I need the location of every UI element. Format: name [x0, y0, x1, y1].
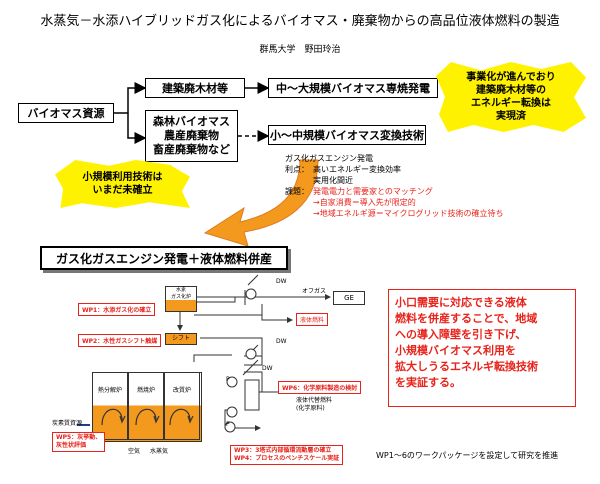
branch-top-result-box: 中～大規模バイオマス専焼発電 — [268, 78, 438, 98]
author: 群馬大学 野田玲治 — [259, 45, 341, 55]
liquid-fuel-box: 液体燃料 — [296, 313, 329, 326]
hydro-gasifier-line-2: ガス化炉 — [170, 294, 191, 300]
offgas-label: オフガス — [302, 288, 327, 295]
pyrolysis-label: 熱分解炉 — [97, 387, 122, 394]
callout-small-line-2: いまだ未確立 — [92, 185, 153, 196]
reforming-furnace: 改質炉 — [164, 372, 200, 440]
note-line-6: を実証する。 — [395, 376, 461, 389]
issue-1: 発電電力と需要家とのマッチング — [313, 187, 433, 196]
callout-commercial-line-2: 建築廃木材等の — [476, 85, 546, 96]
callout-commercial-line-4: 実現済 — [496, 111, 526, 122]
branch-bottom-line-2: 農産廃棄物 — [164, 129, 219, 142]
page-title: 水蒸気－水添ハイブリッドガス化によるバイオマス・廃棄物からの高品位液体燃料の製造 — [40, 14, 560, 29]
dw-label-2: DW — [276, 338, 287, 345]
note-line-3: への導入障壁を引き下げ、 — [395, 328, 527, 341]
dw-label-3: DW — [262, 365, 273, 372]
combustion-label: 燃焼炉 — [136, 387, 155, 394]
branch-bottom-line-1: 森林バイオマス — [153, 115, 230, 128]
pump-label-1: P — [226, 376, 230, 383]
callout-commercial-line-3: エネルギー転換は — [471, 98, 551, 109]
liquid-product-label: 液体代替燃料 (化学原料) — [296, 397, 332, 413]
callout-small-line-1: 小規模利用技術は — [82, 172, 163, 183]
wp5-line-2: 灰性状評価 — [56, 442, 87, 449]
combustion-furnace: 燃焼炉 — [128, 372, 164, 440]
conclusion-box: ガス化ガスエンジン発電＋液体燃料併産 — [40, 246, 288, 270]
air-label: 空気 — [128, 448, 141, 455]
hydro-gasifier: 水素 ガス化炉 — [165, 286, 197, 312]
steam-label: 水蒸気 — [150, 448, 169, 455]
branch-top-box: 建築廃木材等 — [145, 78, 245, 98]
note-line-2: 燃料を併産することで、地域 — [395, 312, 538, 325]
wp5-label: WP5：灰挙動、 灰性状評価 — [52, 432, 106, 452]
note-line-1: 小口需要に対応できる液体 — [395, 296, 527, 309]
reforming-label: 改質炉 — [172, 387, 191, 394]
gas-engine-box: GE — [333, 291, 365, 305]
issue-3: →地域エネルギ源＝マイクログリッド技術の確立待ち — [313, 209, 504, 218]
feed-label: 炭素質資源 — [52, 420, 83, 427]
wp6-label: WP6：化学原料製造の検討 — [278, 381, 362, 394]
summary-note: 小口需要に対応できる液体 燃料を併産することで、地域 への導入障壁を引き下げ、 … — [388, 289, 576, 407]
shift-reactor: シフト — [165, 333, 197, 345]
pump-label-2: P — [226, 421, 230, 428]
wp3-line: WP3：3塔式内部循環流動層の確立 — [234, 447, 332, 454]
merits-row: 利点： 高いエネルギー変換効率 実用化間近 — [285, 164, 504, 186]
note-line-4: 小規模バイオマス利用を — [395, 344, 516, 357]
merit-label: 利点： — [285, 165, 309, 174]
issue-label: 課題： — [285, 187, 309, 196]
analysis-block: ガス化ガスエンジン発電 利点： 高いエネルギー変換効率 実用化間近 課題： 発電… — [285, 153, 504, 219]
arrow-to-bottom-branch — [127, 113, 147, 144]
liquid-product-line-2: (化学原料) — [296, 405, 325, 412]
merit-1: 高いエネルギー変換効率 — [313, 165, 401, 174]
analysis-heading: ガス化ガスエンジン発電 — [285, 154, 373, 163]
branch-bottom-box: 森林バイオマス 農産廃棄物 畜産廃棄物など — [145, 110, 238, 162]
source-box: バイオマス資源 — [18, 103, 114, 123]
hydro-gasifier-line-1: 水素 — [175, 287, 186, 293]
callout-commercial: 事業化が進んでおり 建築廃木材等の エネルギー転換は 実現済 — [436, 62, 586, 132]
circulation-arrows — [101, 408, 194, 426]
wp2-label: WP2：水性ガスシフト触媒 — [78, 334, 162, 347]
issues-row: 課題： 発電電力と需要家とのマッチング →自家消費＝導入先が限定的 →地域エネル… — [285, 186, 504, 219]
issue-2: →自家消費＝導入先が限定的 — [313, 198, 416, 207]
branch-bottom-result-box: 小～中規模バイオマス変換技術 — [268, 125, 426, 145]
liquid-product-line-1: 液体代替燃料 — [296, 397, 333, 404]
wp3-wp4-label: WP3：3塔式内部循環流動層の確立 WP4：プロセスのベンチスケール実証 — [230, 445, 344, 465]
dw-label-1: DW — [276, 278, 287, 285]
wp4-line: WP4：プロセスのベンチスケール実証 — [234, 455, 340, 462]
pyrolysis-furnace: 熱分解炉 — [92, 372, 128, 440]
arrow-to-top-branch — [113, 82, 147, 114]
footer-note: WP1～6のワークパッケージを設定して研究を推進 — [376, 451, 559, 460]
note-line-5: 拡大しうるエネルギ転換技術 — [395, 360, 538, 373]
wp1-label: WP1：水添ガス化の確立 — [78, 303, 156, 316]
wp5-line-1: WP5：灰挙動、 — [56, 434, 102, 441]
callout-small-scale: 小規模利用技術は いまだ未確立 — [55, 160, 190, 208]
merit-2: 実用化間近 — [313, 176, 353, 185]
callout-commercial-line-1: 事業化が進んでおり — [466, 72, 556, 83]
branch-bottom-line-3: 畜産廃棄物など — [153, 143, 230, 156]
